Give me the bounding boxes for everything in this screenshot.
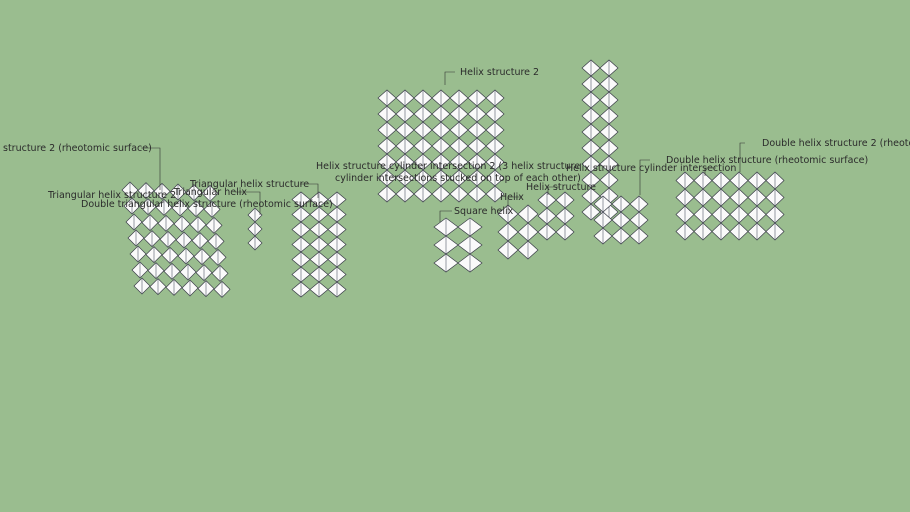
label-square-helix: Square helix	[454, 206, 514, 217]
leader-line	[639, 159, 650, 195]
leader-line	[547, 186, 560, 195]
double-triangular-helix-rheotomic-model[interactable]	[121, 181, 231, 298]
label-helix-structure: Helix structure	[526, 182, 597, 193]
triangular-helix-structure-model[interactable]	[291, 191, 347, 298]
leader-line	[507, 196, 520, 210]
label-helix-cylinder-intersection-2-cont: cylinder intersections stucked on top of…	[335, 173, 581, 184]
label-double-triangular-helix-rheotomic: Double triangular helix structure (rheot…	[81, 199, 333, 210]
helix-structure-2-model[interactable]	[377, 89, 505, 203]
triangular-helix-model[interactable]	[247, 207, 263, 251]
label-double-helix-rheotomic: Double helix structure (rheotomic surfac…	[666, 155, 869, 166]
label-helix-structure-2: Helix structure 2	[460, 67, 540, 78]
label-helix-cylinder-intersection: Helix structure cylinder intersection	[566, 163, 737, 174]
label-triangular-helix-structure-2: Triangular helix structure 2	[48, 190, 177, 201]
leader-line	[141, 147, 161, 190]
label-double-helix-2-rheotomic: Double helix structure 2 (rheotomi	[762, 138, 910, 149]
label-structure-2-rheotomic: structure 2 (rheotomic surface)	[3, 143, 152, 154]
label-triangular-helix: Triangular helix	[174, 187, 247, 198]
leader-line	[739, 142, 745, 172]
label-triangular-helix-structure: Triangular helix structure	[190, 179, 310, 190]
label-helix-cylinder-intersection-2: Helix structure cylinder intersection 2 …	[316, 161, 581, 172]
leader-line	[704, 167, 716, 176]
label-helix: Helix	[500, 192, 524, 203]
square-helix-model[interactable]	[433, 217, 483, 273]
helix-model[interactable]	[497, 204, 539, 260]
helix-structure-model[interactable]	[537, 191, 575, 241]
helix-cylinder-intersection-2-model[interactable]	[581, 59, 619, 221]
double-helix-rheotomic-model[interactable]	[675, 171, 785, 241]
helix-cylinder-intersection-model[interactable]	[593, 195, 649, 245]
leader-line	[444, 71, 455, 85]
leader-line	[235, 191, 261, 215]
leader-line	[300, 183, 319, 198]
leader-line	[439, 210, 452, 222]
